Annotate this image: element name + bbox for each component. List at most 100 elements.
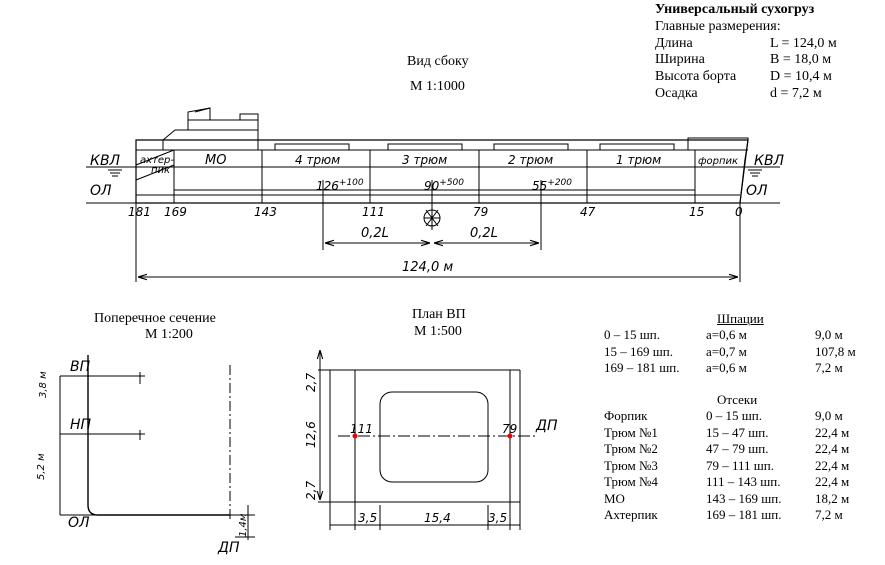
- spacing-row-2-len: 107,8 м: [815, 344, 856, 359]
- spacing-row-1-range: 0 – 15 шп.: [604, 327, 660, 342]
- deck-mark-90: 90+500: [424, 178, 464, 193]
- specs-width-name: Ширина: [655, 52, 705, 67]
- deck-mark-126-sup: +100: [338, 178, 364, 188]
- comp-row-4-len: 22,4 м: [815, 458, 850, 473]
- frame-143: 143: [254, 205, 277, 219]
- waterline-right-label: КВЛ: [754, 153, 785, 169]
- side-view-hull: [86, 107, 780, 204]
- frame-15: 15: [689, 205, 705, 219]
- frame-79: 79: [473, 205, 489, 219]
- baseline-right-label: ОЛ: [746, 183, 768, 199]
- deck-mark-55: 55+200: [532, 178, 572, 193]
- comp-row-3-range: 47 – 79 шп.: [706, 441, 769, 456]
- plan-label-dp: ДП: [536, 418, 558, 434]
- spacing-row-3-value: a=0,6 м: [706, 360, 747, 375]
- specs-draft-name: Осадка: [655, 86, 698, 101]
- specs-width-value: B = 18,0 м: [770, 52, 832, 67]
- plan-frame-marker-left: [352, 433, 358, 439]
- comp-row-1-name: Форпик: [604, 408, 648, 423]
- specs-depth-value: D = 10,4 м: [770, 69, 832, 84]
- comp-row-5-len: 22,4 м: [815, 474, 850, 489]
- plan-dim-v-bot: 2,7: [304, 480, 318, 500]
- comp-row-3-name: Трюм №2: [604, 441, 658, 456]
- section-drawing: [59, 355, 255, 540]
- compartment-hold-4: 4 трюм: [295, 153, 341, 167]
- plan-dim-h-left: 3,5: [358, 511, 378, 525]
- compartment-aft-peak-2: пик: [151, 165, 171, 176]
- comp-row-4-range: 79 – 111 шп.: [706, 458, 775, 473]
- side-view-title: Вид сбоку: [407, 54, 469, 69]
- spacing-title: Шпации: [717, 311, 764, 326]
- waterline-symbol-right: [748, 169, 762, 177]
- section-dim-38: 3,8 м: [38, 371, 49, 398]
- plan-title: План ВП: [412, 307, 466, 322]
- spacing-row-1-value: a=0,6 м: [706, 327, 747, 342]
- plan-frame-111: 111: [350, 422, 373, 436]
- plan-dim-v-top: 2,7: [304, 372, 318, 392]
- spacing-row-2-value: a=0,7 м: [706, 344, 747, 359]
- frame-181: 181: [128, 205, 151, 219]
- plan-dim-h-right: 3,5: [488, 511, 508, 525]
- frame-111: 111: [362, 205, 385, 219]
- comp-row-5-range: 111 – 143 шп.: [706, 474, 781, 489]
- plan-drawing: [318, 350, 535, 530]
- section-label-np: НП: [70, 417, 92, 433]
- frame-169: 169: [164, 205, 187, 219]
- spacing-row-3-range: 169 – 181 шп.: [604, 360, 680, 375]
- comp-row-1-range: 0 – 15 шп.: [706, 408, 762, 423]
- section-title: Поперечное сечение: [94, 311, 216, 326]
- compartment-aft-peak: ахтер-: [140, 155, 174, 166]
- section-label-dp: ДП: [218, 540, 240, 556]
- specs-length-name: Длина: [655, 36, 693, 51]
- deck-mark-90-sup: +500: [439, 178, 465, 188]
- compartment-hold-2: 2 трюм: [508, 153, 554, 167]
- compartment-fore-peak: форпик: [698, 156, 739, 167]
- comp-row-3-len: 22,4 м: [815, 441, 850, 456]
- deck-mark-55-value: 55: [532, 179, 548, 193]
- compartment-hold-1: 1 трюм: [616, 153, 662, 167]
- comp-row-7-name: Ахтерпик: [604, 507, 658, 522]
- deck-mark-55-sup: +200: [547, 178, 573, 188]
- plan-frame-marker-right: [507, 433, 513, 439]
- waterline-symbol-left: [108, 169, 122, 177]
- comp-row-2-range: 15 – 47 шп.: [706, 425, 769, 440]
- section-dim-52: 5,2 м: [36, 453, 47, 480]
- compartment-hold-3: 3 трюм: [402, 153, 448, 167]
- comp-row-7-range: 169 – 181 шп.: [706, 507, 782, 522]
- comp-row-6-range: 143 – 169 шп.: [706, 491, 782, 506]
- plan-scale: М 1:500: [414, 324, 462, 339]
- specs-draft-value: d = 7,2 м: [770, 86, 822, 101]
- spacing-row-2-range: 15 – 169 шп.: [604, 344, 673, 359]
- comp-row-2-len: 22,4 м: [815, 425, 850, 440]
- side-view-scale: М 1:1000: [410, 79, 465, 94]
- comp-row-7-len: 7,2 м: [815, 507, 843, 522]
- frame-ticks: [135, 180, 741, 282]
- compartments-title: Отсеки: [717, 392, 758, 407]
- section-scale: М 1:200: [145, 327, 193, 342]
- deck-mark-126: 126+100: [316, 178, 364, 193]
- plan-dim-h-mid: 15,4: [424, 511, 451, 525]
- plan-frame-79: 79: [502, 422, 518, 436]
- comp-row-6-name: МО: [604, 491, 625, 506]
- comp-row-6-len: 18,2 м: [815, 491, 850, 506]
- deck-mark-126-value: 126: [316, 179, 339, 193]
- compartment-engine-room: МО: [205, 153, 227, 168]
- specs-title: Универсальный сухогруз: [655, 2, 815, 17]
- comp-row-2-name: Трюм №1: [604, 425, 658, 440]
- waterline-left-label: КВЛ: [90, 153, 121, 169]
- frame-0: 0: [735, 205, 743, 219]
- spacing-row-1-len: 9,0 м: [815, 327, 843, 342]
- comp-row-1-len: 9,0 м: [815, 408, 843, 423]
- specs-length-value: L = 124,0 м: [770, 36, 837, 51]
- section-dim-14: 1,4м: [238, 513, 249, 537]
- spacing-row-3-len: 7,2 м: [815, 360, 843, 375]
- comp-row-5-name: Трюм №4: [604, 474, 658, 489]
- deck-mark-90-value: 90: [424, 179, 440, 193]
- dim-02L-right-label: 0,2L: [470, 226, 498, 241]
- midship-symbol: [423, 209, 441, 227]
- baseline-left-label: ОЛ: [90, 183, 112, 199]
- plan-dim-v-mid: 12,6: [304, 421, 318, 448]
- specs-depth-name: Высота борта: [655, 69, 737, 84]
- comp-row-4-name: Трюм №3: [604, 458, 658, 473]
